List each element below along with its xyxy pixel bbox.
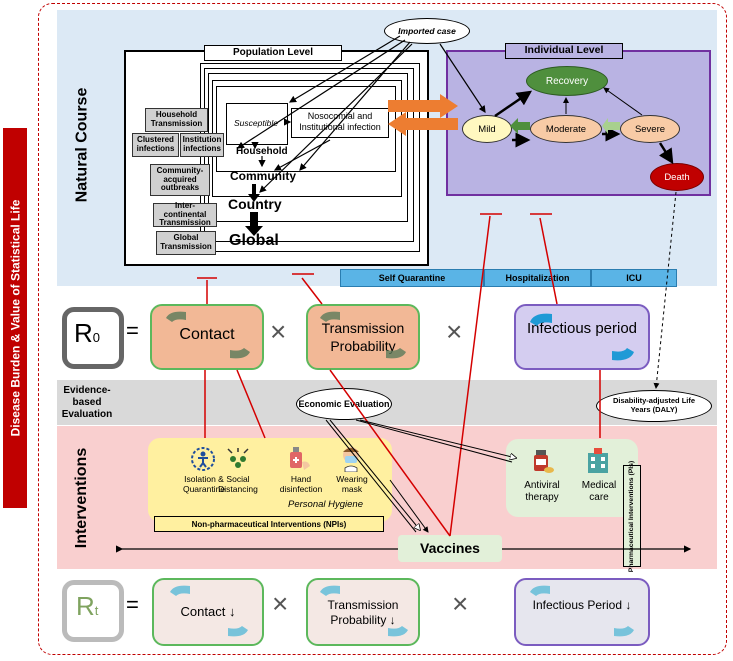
imported-case-ellipse: Imported case (384, 18, 470, 44)
intercontinental-box: Inter-continental Transmission (153, 201, 217, 227)
social-distancing-caption: Social Distancing (218, 474, 258, 494)
isolation-caption: Isolation & Quarantine (182, 474, 226, 494)
rt-equals: = (126, 592, 139, 617)
institution-infections-box: Institution infections (180, 133, 224, 157)
global-transmission-box: Global Transmission (156, 231, 216, 255)
self-quarantine-bar: Self Quarantine (340, 269, 484, 287)
rt-times-1: × (272, 588, 289, 619)
economic-evaluation-ellipse: Economic Evaluation (296, 388, 392, 420)
rt-transmission-label: Transmission Probability ↓ (327, 598, 399, 627)
side-title: Disease Burden & Value of Statistical Li… (8, 199, 22, 437)
community-label: Community (230, 169, 296, 183)
hand-disinfection-caption: Hand disinfection (279, 474, 323, 494)
r0-times-2: × (446, 316, 463, 347)
r0-infectious-label: Infectious period (526, 320, 638, 337)
hand-disinfection-icon (290, 447, 310, 470)
clustered-infections-box: Clustered infections (132, 133, 179, 157)
r0-symbol-box (62, 307, 124, 369)
country-label: Country (228, 196, 282, 212)
pharma-card (506, 439, 638, 517)
pharma-title-box: Pharmaceutical Interventions (PIs) (623, 460, 641, 572)
recovery-node: Recovery (526, 66, 608, 96)
icu-bar: ICU (591, 269, 677, 287)
daly-ellipse: Disability-adjusted Life Years (DALY) (596, 390, 712, 422)
antiviral-icon (534, 450, 554, 473)
antiviral-caption: Antiviral therapy (524, 480, 560, 503)
medical-care-caption: Medical care (581, 480, 617, 503)
personal-hygiene-label: Personal Hygiene (288, 499, 363, 510)
nosocomial-box: Nosocomial and Institutional infection (291, 108, 389, 138)
death-node: Death (650, 163, 704, 191)
r0-times-1: × (270, 316, 287, 347)
severe-node: Severe (620, 115, 680, 143)
r0-transmission-card (306, 304, 420, 370)
household-transmission-box: Household Transmission (145, 108, 208, 132)
mask-caption: Wearing mask (336, 474, 368, 494)
rt-symbol-box (62, 580, 124, 642)
r0-contact-label: Contact (179, 326, 235, 343)
household-label: Household (236, 146, 288, 157)
medical-care-icon (588, 448, 608, 473)
community-outbreaks-box: Community-acquired outbreaks (150, 164, 210, 196)
r0-transmission-label: Transmission Probability (321, 320, 405, 354)
susceptible-label: Susceptible (234, 118, 278, 128)
vaccines-box: Vaccines (398, 535, 502, 562)
individual-level-title: Individual Level (505, 43, 623, 59)
isolation-icon (191, 447, 215, 471)
r0-symbol: R0 (74, 318, 101, 348)
interventions-label: Interventions (73, 447, 90, 548)
outer-frame (38, 3, 727, 655)
rt-times-2: × (452, 588, 469, 619)
evidence-label: Evidence-based Evaluation (61, 385, 113, 420)
hospitalization-bar: Hospitalization (484, 269, 591, 287)
npi-title-box: Non-pharmaceutical Interventions (NPIs) (154, 516, 384, 532)
side-title-bar: Disease Burden & Value of Statistical Li… (3, 128, 27, 508)
rt-infectious-label: Infectious Period ↓ (532, 598, 632, 612)
natural-course-label: Natural Course (73, 87, 91, 203)
r0-equals: = (126, 318, 139, 343)
rt-symbol: Rt (76, 591, 99, 621)
population-level-title: Population Level (204, 45, 342, 61)
rt-contact-label: Contact ↓ (180, 604, 236, 619)
mask-icon (343, 447, 359, 472)
mild-node: Mild (462, 115, 512, 143)
moderate-node: Moderate (530, 115, 602, 143)
social-distancing-icon (227, 448, 249, 468)
global-label: Global (229, 232, 279, 249)
